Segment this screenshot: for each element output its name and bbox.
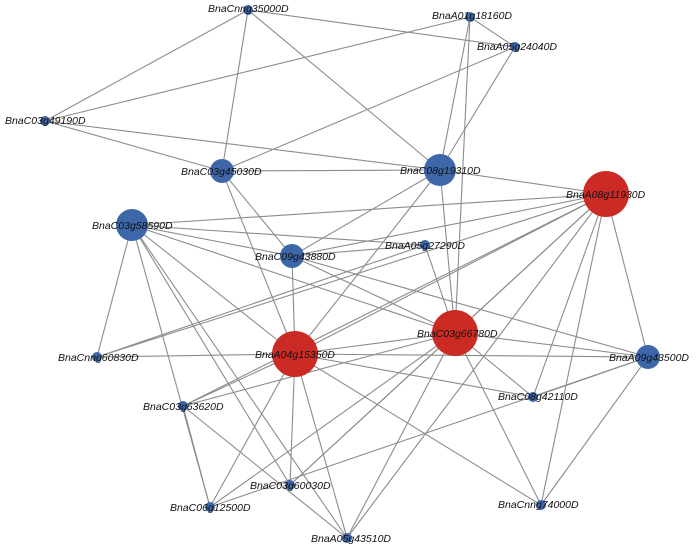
edge-C03g66780-A04g15350 <box>294 332 456 355</box>
edge-Cnn35000-C08g19310 <box>247 9 441 171</box>
edge-A01g18160-C03g66780 <box>454 16 471 334</box>
node-label-C08g42110: BnaC08g42110D <box>498 391 578 403</box>
edge-A08g11930-Cnn60830 <box>96 193 607 358</box>
edge-C08g19310-A08g11930 <box>439 169 607 195</box>
edge-A08g11930-A05g43510 <box>346 193 607 539</box>
edge-C03g63620-A05g43510 <box>182 405 348 539</box>
edge-A08g11930-A09g43500 <box>605 193 649 358</box>
edge-layer <box>44 9 649 539</box>
node-Cnn35000 <box>243 5 253 15</box>
node-Cnn60830 <box>92 352 102 362</box>
edge-C03g49190-C08g19310 <box>44 120 441 171</box>
edge-A08g11930-Cnn74000 <box>540 193 607 506</box>
edge-C03g66780-C03g63620 <box>182 332 456 407</box>
node-C03g58590 <box>116 209 148 241</box>
label-layer: BnaCnng35000D BnaA01g18160D BnaA05g24040D B… <box>5 3 689 545</box>
edge-Cnn35000-C03g49190 <box>44 9 249 122</box>
edge-A01g18160-C03g49190 <box>44 16 471 122</box>
node-A05g24040 <box>510 42 520 52</box>
node-label-C03g60030: BnaC03g60030D <box>250 480 331 492</box>
node-label-A08g11930: BnaA08g11930D <box>566 189 646 201</box>
node-C03g66780 <box>432 310 478 356</box>
node-C03g60030 <box>285 480 295 490</box>
node-A09g43500 <box>636 345 660 369</box>
edge-C03g63620-C06g12500 <box>182 405 211 508</box>
node-label-C03g58590: BnaC03g58590D <box>92 220 173 232</box>
edge-C03g58590-A05g43510 <box>131 224 348 539</box>
edge-C03g66780-A09g43500 <box>454 332 649 358</box>
edge-C03g66780-C03g60030 <box>289 332 456 486</box>
edge-C03g45030-C09g43880 <box>221 170 293 257</box>
edge-C09g43880-A05g27290 <box>291 244 426 257</box>
node-label-C03g49190: BnaC03g49190D <box>5 115 86 127</box>
edge-A01g18160-A05g24040 <box>469 16 516 48</box>
node-label-C06g12500: BnaC06g12500D <box>170 502 251 514</box>
node-label-Cnn60830: BnaCnng60830D <box>58 352 139 364</box>
node-label-A05g24040: BnaA05g24040D <box>477 41 557 53</box>
node-A04g15350 <box>272 331 318 377</box>
node-C03g45030 <box>210 159 234 183</box>
node-C06g12500 <box>205 502 215 512</box>
edge-C03g58590-C03g66780 <box>131 224 456 334</box>
edge-A04g15350-C06g12500 <box>209 353 296 508</box>
edge-C08g19310-A04g15350 <box>294 169 441 355</box>
edge-C03g58590-A04g15350 <box>131 224 296 355</box>
edge-C03g66780-Cnn74000 <box>454 332 542 506</box>
node-label-C09g43880: BnaC09g43880D <box>255 251 336 263</box>
edge-A01g18160-C08g19310 <box>439 16 471 171</box>
node-label-A05g27290: BnaA05g27290D <box>385 240 465 252</box>
edge-C03g58590-A08g11930 <box>131 193 607 226</box>
edge-Cnn35000-A05g24040 <box>247 9 516 48</box>
edge-A04g15350-A09g43500 <box>294 353 649 358</box>
node-layer <box>40 5 660 543</box>
edge-A05g24040-C03g45030 <box>221 46 516 172</box>
edge-C03g45030-A04g15350 <box>221 170 296 355</box>
node-A05g43510 <box>342 533 352 543</box>
node-label-Cnn74000: BnaCnng74000D <box>498 499 579 511</box>
edge-C09g43880-C03g66780 <box>291 255 456 334</box>
node-C08g42110 <box>528 392 538 402</box>
edge-A09g43500-Cnn74000 <box>540 356 649 506</box>
edge-A04g15350-Cnn60830 <box>96 353 296 358</box>
edge-C03g66780-A05g43510 <box>346 332 456 539</box>
node-label-A01g18160: BnaA01g18160D <box>432 10 512 22</box>
edge-C08g19310-C09g43880 <box>291 169 441 257</box>
node-A08g11930 <box>583 171 629 217</box>
edge-C09g43880-A09g43500 <box>291 255 649 358</box>
edge-A04g15350-Cnn74000 <box>294 353 542 506</box>
node-label-Cnn35000: BnaCnng35000D <box>208 3 289 15</box>
edge-C03g45030-C08g19310 <box>221 169 441 172</box>
edge-A08g11930-A04g15350 <box>294 193 607 355</box>
edge-A04g15350-A05g43510 <box>294 353 348 539</box>
edge-C03g49190-C03g45030 <box>44 120 223 172</box>
node-Cnn74000 <box>536 500 546 510</box>
edge-C03g58590-Cnn60830 <box>96 224 133 358</box>
node-C03g49190 <box>40 116 50 126</box>
edge-Cnn35000-C03g45030 <box>221 9 249 172</box>
edge-C03g58590-C09g43880 <box>131 224 293 257</box>
edge-A09g43500-C08g42110 <box>532 356 649 398</box>
node-label-C08g19310: BnaC08g19310D <box>400 165 481 177</box>
edge-A08g11930-C03g63620 <box>182 193 607 407</box>
node-label-C03g66780: BnaC03g66780D <box>417 328 498 340</box>
node-A05g27290 <box>420 240 430 250</box>
node-A01g18160 <box>465 12 475 22</box>
edge-A05g27290-Cnn60830 <box>96 244 426 358</box>
edge-A04g15350-C08g42110 <box>294 353 534 398</box>
node-C09g43880 <box>280 244 304 268</box>
edge-C08g19310-C03g66780 <box>439 169 456 334</box>
edge-A08g11930-C08g42110 <box>532 193 607 398</box>
node-C08g19310 <box>424 154 456 186</box>
node-label-A04g15350: BnaA04g15350D <box>255 349 335 361</box>
node-C03g63620 <box>178 401 188 411</box>
edge-C03g66780-C06g12500 <box>209 332 456 508</box>
node-label-A09g43500: BnaA09g43500D <box>609 352 689 364</box>
edge-A08g11930-C09g43880 <box>291 193 607 257</box>
node-label-A05g43510: BnaA05g43510D <box>311 533 391 545</box>
edge-C03g58590-A05g27290 <box>131 224 426 246</box>
node-label-C03g63620: BnaC03g63620D <box>143 401 224 413</box>
edge-A05g24040-C08g19310 <box>439 46 516 171</box>
node-label-C03g45030: BnaC03g45030D <box>181 166 262 178</box>
